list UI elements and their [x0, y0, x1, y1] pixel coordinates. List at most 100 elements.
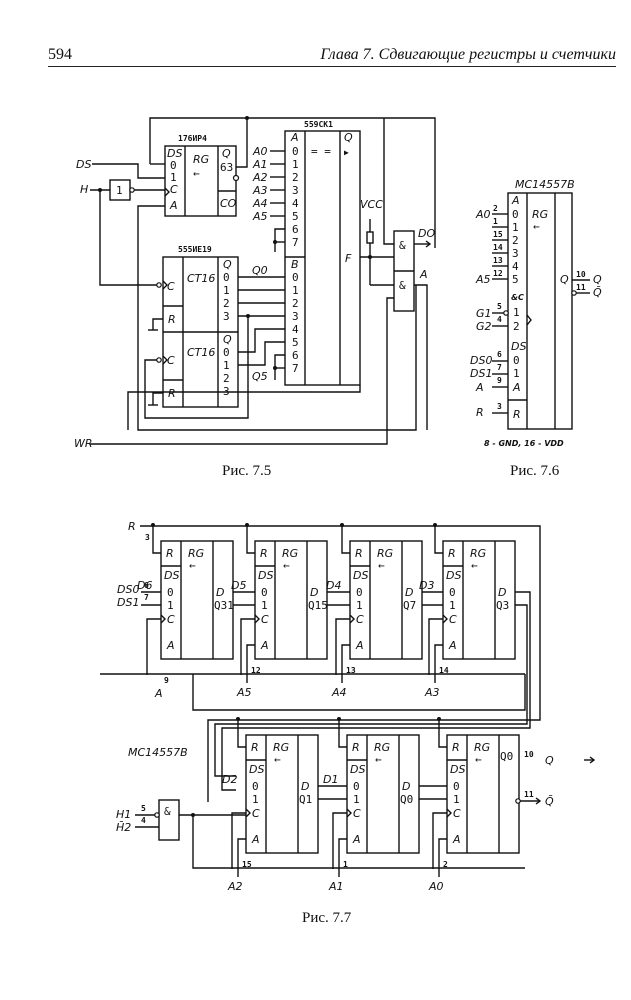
- fig76-ds0-label: DS0: [470, 354, 492, 367]
- svg-text:4: 4: [292, 197, 299, 210]
- counter2-type: CT16: [187, 346, 215, 359]
- fig76-g1-num: 5: [497, 302, 502, 311]
- fig77-bottom-row: RDS01CARG←DQ1D215A2RDS01CARG←DQ0D11A1RDS…: [222, 717, 520, 893]
- svg-text:4: 4: [292, 323, 299, 336]
- fig77-a-input: A: [154, 687, 163, 700]
- svg-text:A: A: [452, 833, 461, 846]
- svg-text:D1: D1: [323, 773, 338, 786]
- fig77-qn-num: 11: [524, 790, 534, 799]
- vcc-label: VCC: [360, 198, 383, 211]
- fig76-ds: DS: [511, 340, 526, 353]
- fig76-clock-icon: [526, 314, 532, 326]
- svg-text:A1: A1: [328, 880, 344, 893]
- fig76-a-pins: 0 1 2 3 4 5 2 1 15 14 13 12: [492, 204, 519, 286]
- reg-chip-label: 176ИР4: [178, 134, 207, 143]
- svg-text:13: 13: [346, 666, 356, 675]
- svg-text:C: C: [449, 613, 457, 626]
- svg-text:←: ←: [378, 559, 385, 572]
- svg-text:R: R: [260, 547, 268, 560]
- mux-pin-f: F: [345, 252, 352, 265]
- fig76-ds1-num: 7: [497, 363, 502, 372]
- and-gate-1-symbol: &: [399, 239, 406, 252]
- svg-text:0: 0: [512, 208, 519, 221]
- svg-text:Q: Q: [223, 333, 232, 346]
- svg-text:2: 2: [512, 234, 519, 247]
- svg-text:Q15: Q15: [308, 599, 328, 612]
- fig76-a-num: 9: [497, 376, 502, 385]
- fig77-caption: Рис. 7.7: [302, 910, 352, 926]
- counter2-outputs: Q 0 1 2 3: [223, 333, 232, 398]
- fig77-chip-label: MC14557B: [128, 746, 188, 759]
- fig77-r-num: 3: [145, 533, 150, 542]
- svg-text:12: 12: [251, 666, 261, 675]
- svg-text:C: C: [252, 807, 260, 820]
- svg-text:D: D: [310, 586, 318, 599]
- fig77-and-gate: [158, 799, 180, 841]
- svg-text:RG: RG: [474, 741, 490, 754]
- fig75-caption: Рис. 7.5: [222, 463, 272, 479]
- fig76-g-pin-1: 1: [513, 306, 520, 319]
- reg-pin-0: 0: [170, 159, 177, 172]
- fig77-h2-label: H̄2: [116, 821, 131, 834]
- svg-text:5: 5: [292, 336, 299, 349]
- svg-text:3: 3: [512, 247, 519, 260]
- svg-text:A1: A1: [252, 158, 268, 171]
- svg-text:Q0: Q0: [400, 793, 413, 806]
- svg-text:A4: A4: [331, 686, 347, 699]
- shift-arrow-icon: ←: [193, 167, 200, 180]
- svg-text:A5: A5: [236, 686, 252, 699]
- fig76-r-num: 3: [497, 402, 502, 411]
- fig77-h1-num: 5: [141, 804, 146, 813]
- fig76-g-pin-2: 2: [513, 320, 520, 333]
- svg-text:D6: D6: [137, 579, 152, 592]
- svg-text:←: ←: [189, 559, 196, 572]
- svg-text:C: C: [453, 807, 461, 820]
- svg-text:D4: D4: [326, 579, 341, 592]
- mux-chip-body: [284, 130, 361, 386]
- fig77-ds1-num: 7: [144, 593, 149, 602]
- svg-text:A: A: [448, 639, 457, 652]
- fig77-q-out: Q: [545, 754, 554, 767]
- svg-text:A3: A3: [424, 686, 440, 699]
- svg-text:DS: DS: [164, 569, 179, 582]
- svg-text:DS: DS: [258, 569, 273, 582]
- svg-text:R: R: [452, 741, 460, 754]
- reg-pin-ds: DS: [167, 147, 182, 160]
- counter-q5-label: Q5: [252, 370, 268, 383]
- fig77-q-num: 10: [524, 750, 534, 759]
- svg-text:15: 15: [242, 860, 252, 869]
- svg-text:1: 1: [223, 284, 230, 297]
- svg-text:A2: A2: [227, 880, 243, 893]
- svg-text:0: 0: [353, 780, 360, 793]
- svg-text:0: 0: [356, 586, 363, 599]
- svg-text:1: 1: [356, 599, 363, 612]
- svg-text:5: 5: [512, 273, 519, 286]
- svg-text:R: R: [352, 741, 360, 754]
- inverted-output-bubble: [232, 174, 240, 182]
- fig77-r-input: R: [128, 520, 136, 533]
- svg-text:RG: RG: [188, 547, 204, 560]
- svg-text:14: 14: [439, 666, 449, 675]
- svg-text:1: 1: [261, 599, 268, 612]
- counter1-pin-r: R: [168, 313, 176, 326]
- output-a-label: A: [419, 268, 428, 281]
- fig77-top-row: RDS01CARG←DQ31D6RDS01CARG←DQ15D512A5RDS0…: [137, 523, 531, 791]
- clock-triangle-icon: [164, 187, 170, 197]
- fig76-qn-num: 11: [576, 283, 586, 292]
- svg-text:R: R: [448, 547, 456, 560]
- svg-text:2: 2: [493, 204, 498, 213]
- input-ds-label: DS: [76, 158, 91, 171]
- svg-text:1: 1: [343, 860, 348, 869]
- svg-text:Q3: Q3: [496, 599, 509, 612]
- svg-text:C: C: [356, 613, 364, 626]
- svg-text:A: A: [355, 639, 364, 652]
- svg-text:D: D: [405, 586, 413, 599]
- svg-text:D: D: [216, 586, 224, 599]
- counter1-pin-c: C: [167, 280, 175, 293]
- fig76-ds-pin-0: 0: [513, 354, 520, 367]
- svg-text:12: 12: [493, 269, 503, 278]
- svg-text:0: 0: [223, 346, 230, 359]
